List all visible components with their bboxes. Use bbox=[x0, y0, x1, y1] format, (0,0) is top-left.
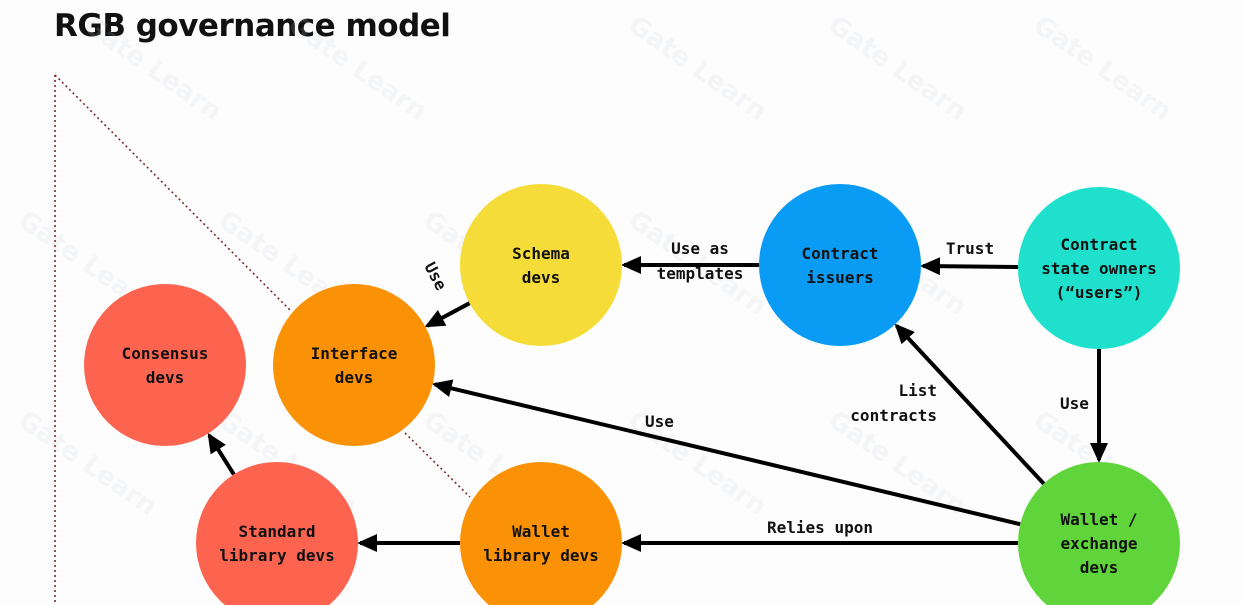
node-schema: Schema devs bbox=[460, 184, 622, 346]
node-circle bbox=[273, 284, 435, 446]
node-label: Contract bbox=[801, 244, 878, 263]
node-label: Interface bbox=[311, 344, 398, 363]
edge-label-owners-to-issuers: Trust bbox=[946, 239, 994, 258]
node-label: devs bbox=[1080, 558, 1119, 577]
edge-label-wallet-to-interface: Use bbox=[645, 412, 674, 431]
node-label: issuers bbox=[806, 268, 873, 287]
page-title: RGB governance model bbox=[54, 8, 451, 44]
node-stdlib: Standard library devs bbox=[196, 462, 358, 605]
node-circle bbox=[759, 184, 921, 346]
edge-label-text: contracts bbox=[850, 406, 937, 425]
edge-label-text: Use bbox=[1060, 394, 1089, 413]
edge-label-wallet-to-walletlib: Relies upon bbox=[767, 518, 873, 537]
node-circle bbox=[460, 462, 622, 605]
edge-labels: Use astemplatesTrustUseUseListcontractsU… bbox=[420, 239, 1088, 537]
node-label: Contract bbox=[1060, 235, 1137, 254]
dotted-boundary-line bbox=[54, 74, 291, 311]
arrow-schema-to-interface bbox=[424, 301, 471, 328]
edge-label-text: Use bbox=[645, 412, 674, 431]
edge-label-schema-to-interface: Use bbox=[420, 259, 450, 293]
arrow-wallet-to-interface bbox=[431, 379, 1021, 527]
node-label: Schema bbox=[512, 244, 570, 263]
node-label: Consensus bbox=[122, 344, 209, 363]
node-label: exchange bbox=[1060, 534, 1137, 553]
node-circle bbox=[1018, 462, 1180, 605]
node-consensus: Consensus devs bbox=[84, 284, 246, 446]
arrow-owners-to-issuers bbox=[919, 257, 1019, 276]
node-label: Wallet / bbox=[1060, 510, 1137, 529]
edge-label-text: Use bbox=[420, 259, 450, 293]
node-label: library devs bbox=[483, 546, 599, 565]
node-circle bbox=[196, 462, 358, 605]
nodes: Schema devs Contract issuers Contract state o… bbox=[84, 184, 1180, 605]
dotted-boundary-line bbox=[404, 432, 471, 498]
edge-label-issuers-to-schema: Use as templates bbox=[657, 239, 744, 283]
node-walletlib: Wallet library devs bbox=[460, 462, 622, 605]
node-label: devs bbox=[146, 368, 185, 387]
node-label: devs bbox=[335, 368, 374, 387]
node-issuers: Contract issuers bbox=[759, 184, 921, 346]
edge-label-text: List bbox=[898, 381, 937, 400]
node-wallet: Wallet / exchange devs bbox=[1018, 462, 1180, 605]
node-circle bbox=[84, 284, 246, 446]
arrow-stdlib-to-consensus bbox=[207, 432, 236, 476]
node-label: Standard bbox=[238, 522, 315, 541]
node-label: library devs bbox=[219, 546, 335, 565]
edge-label-wallet-to-issuers: List contracts bbox=[850, 381, 937, 425]
node-owners: Contract state owners (“users”) bbox=[1018, 187, 1180, 349]
edge-label-text: templates bbox=[657, 264, 744, 283]
edge-label-text: Trust bbox=[946, 239, 994, 258]
edge-label-text: Use as bbox=[671, 239, 729, 258]
node-label: Wallet bbox=[512, 522, 570, 541]
node-label: state owners bbox=[1041, 259, 1157, 278]
edges bbox=[207, 256, 1108, 552]
node-label: (“users”) bbox=[1056, 283, 1143, 302]
arrow-wallet-to-issuers bbox=[894, 323, 1046, 486]
node-interface: Interface devs bbox=[273, 284, 435, 446]
node-label: devs bbox=[522, 268, 561, 287]
node-circle bbox=[460, 184, 622, 346]
layer-boundary-triangle bbox=[54, 74, 471, 605]
edge-label-text: Relies upon bbox=[767, 518, 873, 537]
node-circle bbox=[1018, 187, 1180, 349]
edge-label-owners-to-wallet: Use bbox=[1060, 394, 1089, 413]
